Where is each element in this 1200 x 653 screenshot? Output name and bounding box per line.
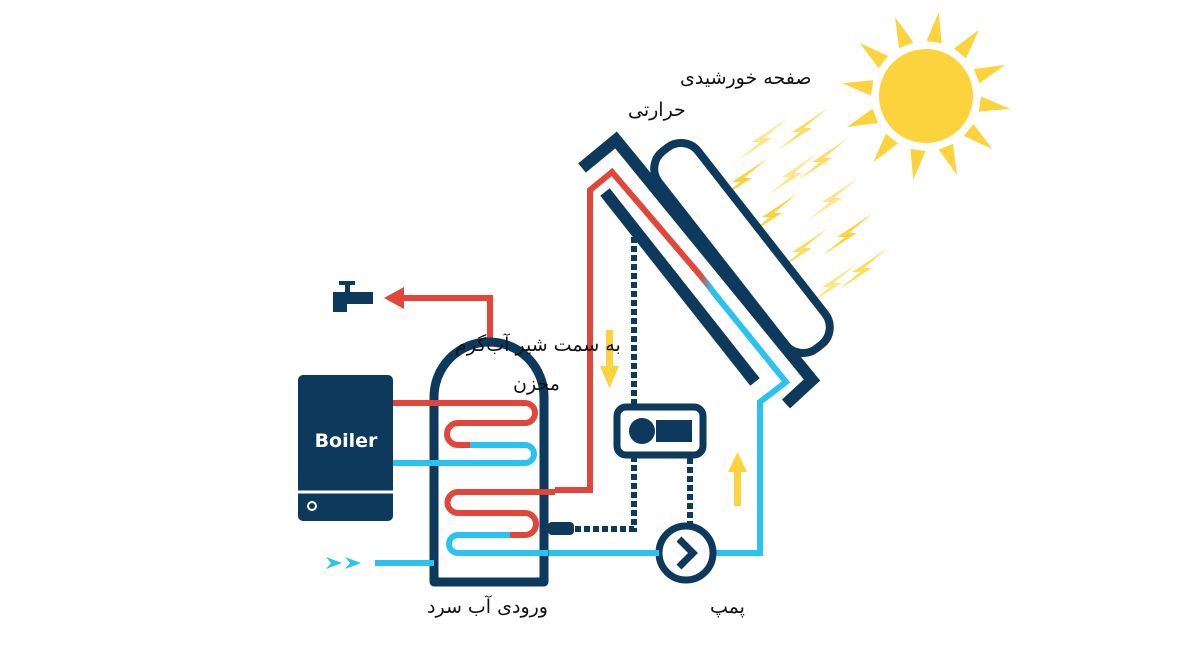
sun-ray <box>846 108 879 127</box>
cold-inlet-label: ورودی آب سرد <box>427 594 548 618</box>
pump-label: پمپ <box>710 596 745 618</box>
collector-title-line2: حرارتی <box>628 99 686 121</box>
sun-ray <box>938 143 957 176</box>
flow-arrow-down <box>600 330 619 388</box>
sun-icon <box>842 12 1010 180</box>
lightning-bolt <box>808 263 858 305</box>
lightning-bolt <box>778 228 828 270</box>
lightning-bolt <box>778 108 828 150</box>
hot-water-outlet-pipe <box>400 295 493 345</box>
flow-arrow-up <box>728 452 747 506</box>
sun-ray <box>895 16 914 49</box>
sun-ray <box>926 12 942 44</box>
sun-ray <box>842 80 874 96</box>
lightning-bolt <box>808 178 858 220</box>
cold-inlet-chevrons <box>326 557 361 569</box>
sun-rays-bolts <box>718 108 888 305</box>
sensor-wires <box>575 236 693 532</box>
sun-ray <box>954 29 979 59</box>
collector-title-line1: صفحه خورشیدی <box>680 67 811 89</box>
controller-unit <box>613 403 707 459</box>
hot-tap-label: به سمت شیر آب‌گرم <box>455 332 621 356</box>
lightning-bolt <box>718 158 768 200</box>
lightning-bolt <box>768 153 818 195</box>
lightning-bolt <box>798 138 848 180</box>
boiler-label: Boiler <box>315 430 378 452</box>
sun-ray <box>873 133 898 163</box>
lightning-bolt <box>748 193 798 235</box>
lightning-bolt <box>838 248 888 290</box>
hot-pipe-collector <box>555 167 703 493</box>
sun-ray <box>963 124 993 149</box>
cold-pipe-collector <box>707 286 791 556</box>
solar-collector <box>578 131 834 409</box>
sun-ray <box>910 148 926 180</box>
sun-ray <box>859 43 889 68</box>
tank-label: مخزن <box>513 373 560 395</box>
faucet-icon <box>333 281 373 312</box>
boiler-unit: Boiler <box>298 375 393 521</box>
lightning-bolt <box>738 118 788 160</box>
sun-ray <box>978 96 1010 112</box>
sun-ray <box>973 65 1006 84</box>
lightning-bolt <box>823 213 873 255</box>
pump-icon <box>655 522 717 584</box>
